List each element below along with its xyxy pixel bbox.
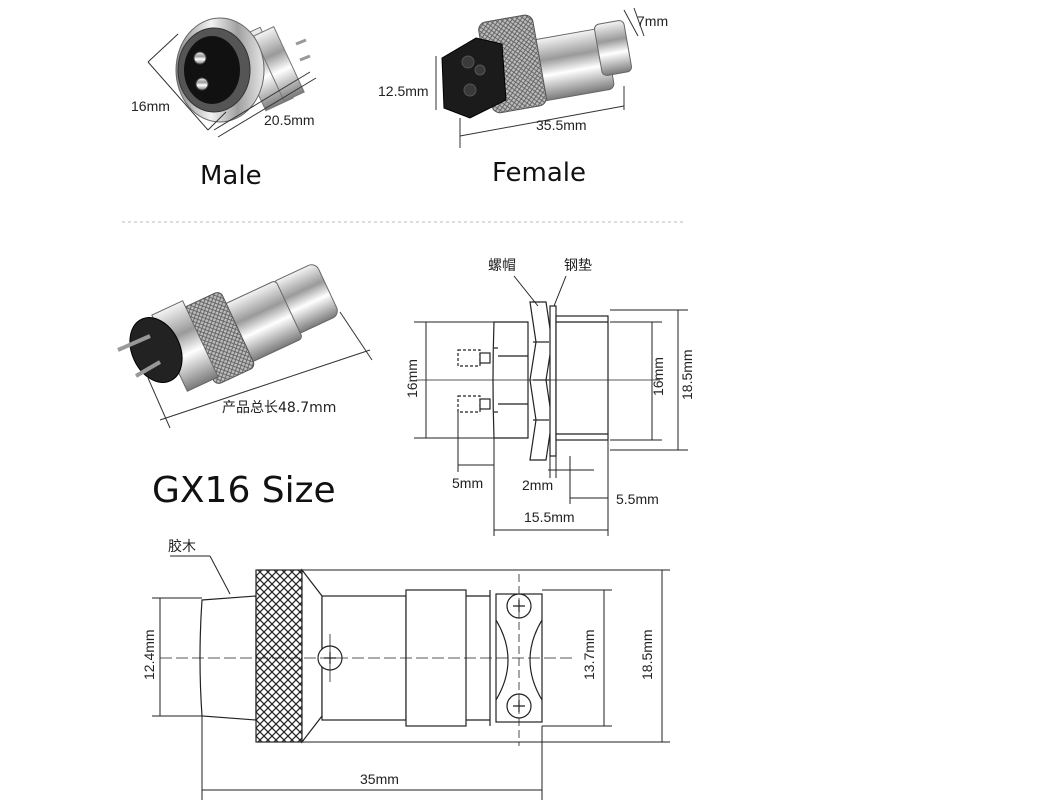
male-length-label: 20.5mm	[264, 112, 315, 128]
male-label: Male	[200, 161, 262, 191]
body-length-label: 15.5mm	[524, 509, 575, 525]
side-view-drawing	[416, 301, 660, 461]
male-connector-photo	[175, 17, 311, 123]
male-diameter-label: 16mm	[131, 98, 170, 114]
female-length-label: 35.5mm	[536, 117, 587, 133]
plug-view-dimensions	[152, 555, 670, 800]
page-title: GX16 Size	[152, 470, 336, 511]
pin-offset-label: 5mm	[452, 475, 483, 491]
assembled-dimension-lines	[147, 311, 373, 429]
plug-middle-dim-label: 13.7mm	[581, 629, 597, 680]
side-outer-height-label: 18.5mm	[679, 349, 695, 400]
side-left-height-label: 16mm	[404, 359, 420, 398]
male-dimension-lines	[147, 33, 317, 138]
washer-label: 钢垫	[564, 258, 592, 274]
side-view-dimensions	[414, 275, 688, 536]
assembled-connector-photo	[117, 264, 338, 392]
plug-left-dim-label: 12.4mm	[141, 629, 157, 680]
washer-thickness-label: 2mm	[522, 477, 553, 493]
female-diameter-label: 12.5mm	[378, 83, 429, 99]
bakelite-label: 胶木	[168, 538, 196, 555]
thread-end-label: 5.5mm	[616, 491, 659, 507]
female-dimension-lines	[435, 7, 645, 148]
female-cable-label: 7mm	[637, 13, 668, 29]
plug-view-drawing	[160, 568, 576, 746]
total-length-label: 产品总长48.7mm	[222, 400, 336, 416]
side-inner-height-label: 16mm	[650, 357, 666, 396]
plug-right-dim-label: 18.5mm	[639, 629, 655, 680]
plug-length-label: 35mm	[360, 771, 399, 787]
female-connector-photo	[441, 14, 632, 119]
female-label: Female	[492, 158, 586, 188]
nut-label: 螺帽	[488, 258, 516, 274]
